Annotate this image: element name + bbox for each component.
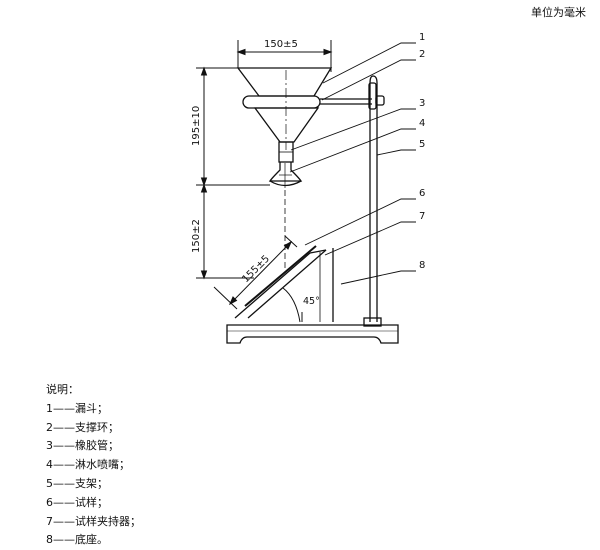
angle-marker: [282, 287, 303, 323]
callout-5: 5: [419, 139, 425, 150]
legend: 说明： 1——漏斗； 2——支撑环； 3——橡胶管； 4——淋水喷嘴； 5——支…: [46, 381, 141, 550]
legend-item: 3——橡胶管；: [46, 439, 119, 453]
unit-note: 单位为毫米: [531, 6, 586, 19]
funnel: [236, 67, 333, 150]
legend-item: 8——底座。: [46, 533, 108, 547]
legend-item: 5——支架；: [46, 476, 108, 490]
callout-8: 8: [419, 260, 425, 271]
sample: [244, 245, 317, 307]
funnel-height-label: 195±10: [191, 106, 202, 146]
callout-numbers: 1 2 3 4 5 6 7 8: [419, 32, 425, 271]
sample-holder: [234, 248, 334, 322]
clamp-arm: [320, 82, 385, 110]
legend-item: 1——漏斗；: [46, 401, 108, 415]
legend-item: 7——试样夹持器；: [46, 514, 141, 528]
support-ring: [242, 95, 321, 109]
legend-item: 6——试样；: [46, 495, 108, 509]
legend-item: 4——淋水喷嘴；: [46, 458, 130, 472]
height-dimensions: [196, 66, 270, 280]
legend-item: 2——支撑环；: [46, 420, 119, 434]
spray-nozzle: [268, 162, 303, 188]
callout-6: 6: [419, 188, 425, 199]
callout-3: 3: [419, 98, 425, 109]
drop-distance-dimension: [213, 235, 298, 310]
callout-2: 2: [419, 49, 425, 60]
legend-title: 说明：: [46, 383, 79, 396]
stand-rod: [363, 75, 382, 327]
callout-7: 7: [419, 211, 425, 222]
funnel-width-label: 150±5: [264, 39, 298, 50]
drop-distance-label: 155±5: [240, 253, 272, 285]
drop-height-label: 150±2: [191, 219, 202, 253]
angle-label: 45°: [303, 296, 320, 307]
base: [226, 324, 399, 344]
spray-test-apparatus-diagram: 150±5: [191, 32, 425, 344]
funnel-width-dimension: [236, 40, 333, 72]
callout-4: 4: [419, 118, 425, 129]
callout-1: 1: [419, 32, 425, 43]
callout-leaders: [289, 42, 416, 285]
